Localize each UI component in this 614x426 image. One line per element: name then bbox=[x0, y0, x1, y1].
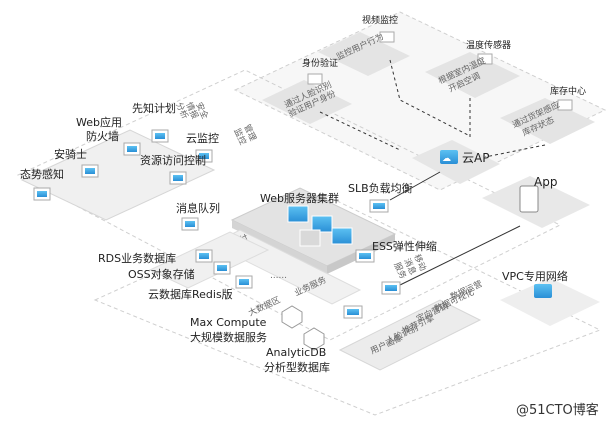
slb-label: SLB负载均衡 bbox=[348, 181, 413, 195]
maxcompute-hex bbox=[281, 305, 303, 329]
xianzhi-node: 先知计划 安全 情报 分析 bbox=[132, 101, 211, 143]
analyticdb-label-2: 分析型数据库 bbox=[264, 360, 330, 374]
vpc-node bbox=[534, 284, 552, 298]
mobile-to-vpc-line bbox=[399, 225, 521, 286]
cloud-ap-group: ☁ 云AP bbox=[412, 140, 500, 184]
rds-label: RDS业务数据库 bbox=[98, 251, 176, 265]
ess-node: ESS弹性伸缩 bbox=[355, 239, 437, 263]
situation-label: 态势感知 bbox=[20, 167, 64, 181]
analyticdb-hex bbox=[303, 327, 325, 351]
waf-label-2: 防火墙 bbox=[86, 129, 119, 143]
redis-node: 云数据库Redis版 bbox=[148, 275, 253, 301]
web-cluster-servers bbox=[287, 205, 353, 247]
analyticdb-node: AnalyticDB 分析型数据库 bbox=[264, 327, 330, 374]
waf-node: Web应用 防火墙 bbox=[76, 115, 141, 156]
video-monitor-group: 视频监控 监控用户行为 bbox=[318, 14, 410, 76]
vpc-group: VPC专用网络 bbox=[500, 269, 600, 326]
vpc-label: VPC专用网络 bbox=[502, 269, 568, 283]
cloud-ap-node bbox=[440, 150, 458, 164]
situation-node: 态势感知 bbox=[20, 167, 64, 201]
inventory-node bbox=[557, 99, 573, 111]
watermark: @51CTO博客 bbox=[516, 402, 599, 418]
ram-label: 资源访问控制 bbox=[140, 153, 206, 167]
ram-node: 资源访问控制 bbox=[140, 153, 206, 185]
xianzhi-label: 先知计划 bbox=[132, 101, 176, 115]
compute-platform-side bbox=[232, 220, 327, 274]
top-link-lines bbox=[319, 59, 546, 161]
identity-label: 身份验证 bbox=[302, 57, 338, 69]
maxcompute-node: Max Compute 大规模数据服务 bbox=[190, 305, 303, 344]
rds-node: RDS业务数据库 bbox=[98, 249, 213, 265]
anqishi-label: 安骑士 bbox=[54, 147, 87, 161]
app-group: App bbox=[482, 175, 590, 228]
cloudmonitor-label: 云监控 bbox=[186, 131, 219, 145]
maxcompute-label-1: Max Compute bbox=[190, 316, 267, 329]
slb-node: SLB负载均衡 bbox=[348, 181, 413, 213]
identity-node bbox=[307, 73, 323, 85]
web-cluster-label: Web服务器集群 bbox=[260, 191, 339, 205]
video-label: 视频监控 bbox=[362, 14, 398, 26]
oss-node: OSS对象存储 bbox=[128, 261, 231, 281]
inventory-label: 库存中心 bbox=[550, 85, 586, 97]
slb-to-ap-line bbox=[389, 171, 441, 201]
dots-label: …… bbox=[270, 271, 287, 281]
temp-node bbox=[477, 53, 493, 65]
business-node bbox=[343, 305, 363, 319]
anqishi-node: 安骑士 bbox=[54, 147, 99, 178]
identity-panel bbox=[262, 80, 352, 124]
main-region bbox=[16, 69, 562, 341]
temp-panel bbox=[425, 52, 520, 98]
mq-label: 消息队列 bbox=[176, 201, 220, 215]
redis-label: 云数据库Redis版 bbox=[148, 287, 233, 301]
cloud-ap-label: 云AP bbox=[462, 151, 489, 165]
mobile-node: 移动 消息 服务 bbox=[381, 253, 429, 295]
temp-label: 温度传感器 bbox=[466, 39, 511, 51]
analysis-strip bbox=[338, 299, 482, 371]
maxcompute-label-2: 大规模数据服务 bbox=[190, 330, 267, 344]
vpc-panel bbox=[500, 278, 600, 326]
app-label: App bbox=[534, 175, 557, 189]
app-node bbox=[519, 185, 539, 213]
oss-label: OSS对象存储 bbox=[128, 267, 195, 281]
security-strip bbox=[20, 129, 216, 221]
waf-label-1: Web应用 bbox=[76, 115, 122, 129]
cloud-icon: ☁ bbox=[442, 154, 451, 164]
analyticdb-label-1: AnalyticDB bbox=[266, 346, 326, 359]
inventory-panel bbox=[500, 98, 595, 144]
video-node bbox=[379, 31, 395, 43]
video-panel bbox=[318, 32, 410, 76]
identity-group: 身份验证 通过人脸识别 验证用户身份 bbox=[262, 57, 352, 124]
message-queue-node: 消息队列 bbox=[176, 201, 220, 231]
ess-label: ESS弹性伸缩 bbox=[372, 239, 437, 253]
